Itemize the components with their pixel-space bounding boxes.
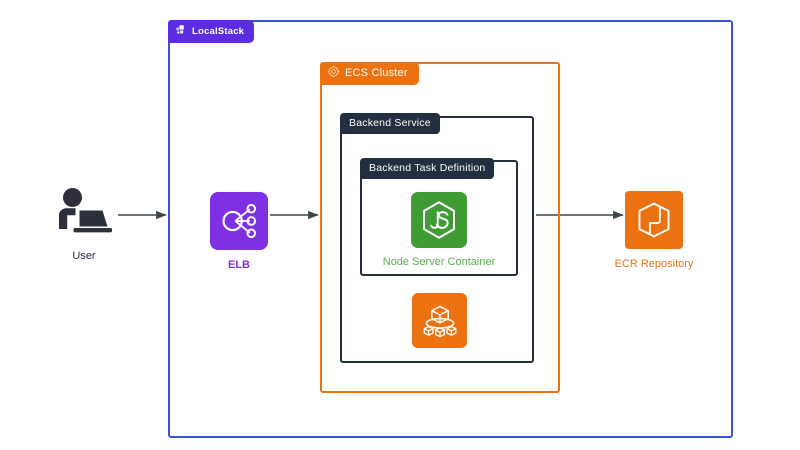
node-ecs-task: [412, 293, 467, 348]
ecs-task-container-icon: [423, 305, 456, 337]
elb-tile: [210, 192, 268, 250]
group-localstack-boundary: [168, 20, 733, 438]
nodejs-tile: [411, 192, 467, 248]
badge-backend-task-definition: Backend Task Definition: [360, 158, 495, 179]
badge-ecs-cluster-label: ECS Cluster: [345, 67, 408, 79]
node-elb-label: ELB: [228, 259, 250, 271]
user-laptop-icon: [59, 188, 112, 233]
node-node-server-container-label: Node Server Container: [382, 256, 496, 268]
nodejs-js-icon: [423, 201, 455, 239]
badge-localstack: LocalStack: [168, 20, 255, 43]
node-ecr-repository: ECR Repository: [615, 191, 693, 270]
badge-backend-task-definition-label: Backend Task Definition: [369, 162, 486, 175]
node-user: User: [48, 186, 120, 262]
ecr-cube-icon: [638, 202, 670, 238]
badge-ecs-cluster: ECS Cluster: [320, 62, 419, 85]
ecs-cluster-icon: [327, 65, 340, 82]
group-ecs-cluster-boundary: [320, 62, 560, 393]
localstack-logo-icon: [175, 24, 187, 40]
elb-load-balancer-icon: [222, 203, 257, 239]
badge-backend-service-label: Backend Service: [349, 117, 431, 130]
ecr-tile: [625, 191, 683, 249]
node-elb: ELB: [210, 192, 268, 271]
node-user-label: User: [72, 250, 96, 262]
badge-localstack-label: LocalStack: [192, 25, 245, 37]
badge-backend-service: Backend Service: [340, 113, 440, 134]
node-ecr-repository-label: ECR Repository: [614, 258, 694, 270]
ecs-task-tile: [412, 293, 467, 348]
user-tile: [54, 186, 114, 238]
node-node-server-container: Node Server Container: [383, 192, 495, 268]
